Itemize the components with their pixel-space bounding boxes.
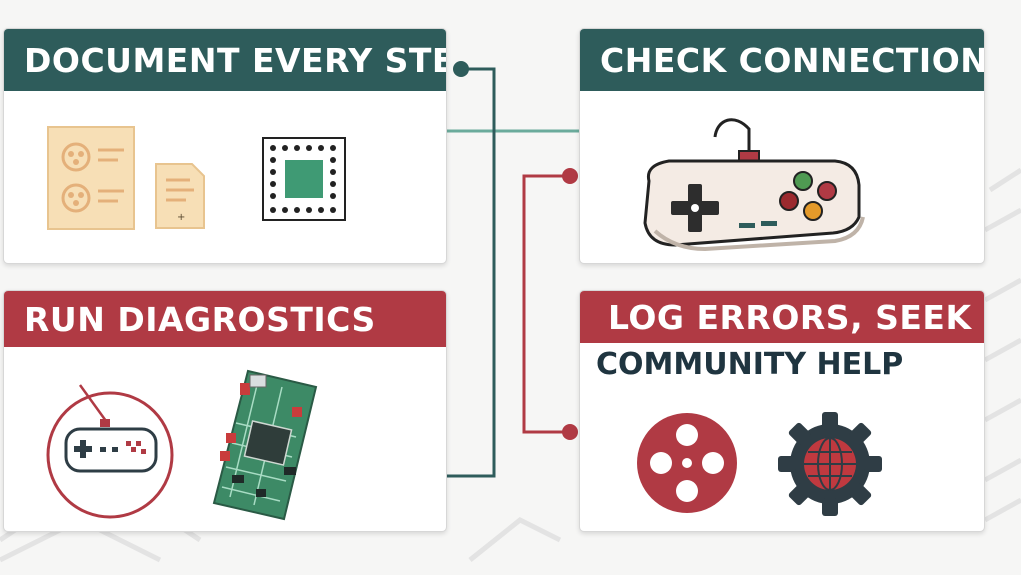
panel-check-connections: CHECK CONNECTIONS xyxy=(579,28,985,264)
circuit-board-icon xyxy=(212,369,318,521)
controller-circle-icon xyxy=(46,384,174,519)
panel-title: DOCUMENT EVERY STEP xyxy=(24,40,447,80)
svg-text:+: + xyxy=(177,212,185,223)
panel-header: LOG ERRORS, SEEK xyxy=(580,291,984,343)
panel-title: CHECK CONNECTIONS xyxy=(600,40,985,80)
schematic-sheet-icon: + xyxy=(47,126,205,230)
panel-header: DOCUMENT EVERY STEP xyxy=(4,29,446,91)
game-controller-icon xyxy=(643,118,865,252)
panel-document-every-step: DOCUMENT EVERY STEP + xyxy=(3,28,447,264)
panel-title-line2: COMMUNITY HELP xyxy=(596,347,904,382)
panel-title-line1: LOG ERRORS, SEEK xyxy=(608,297,972,337)
microchip-icon xyxy=(262,137,346,221)
panel-run-diagnostics: RUN DIAGROSTICS xyxy=(3,290,447,532)
panel-title: RUN DIAGROSTICS xyxy=(24,299,376,339)
panel-header: CHECK CONNECTIONS xyxy=(580,29,984,91)
panel-log-errors: LOG ERRORS, SEEK COMMUNITY HELP xyxy=(579,290,985,532)
film-reel-icon xyxy=(637,413,737,513)
panel-header: RUN DIAGROSTICS xyxy=(4,291,446,347)
globe-gear-icon xyxy=(778,412,882,516)
